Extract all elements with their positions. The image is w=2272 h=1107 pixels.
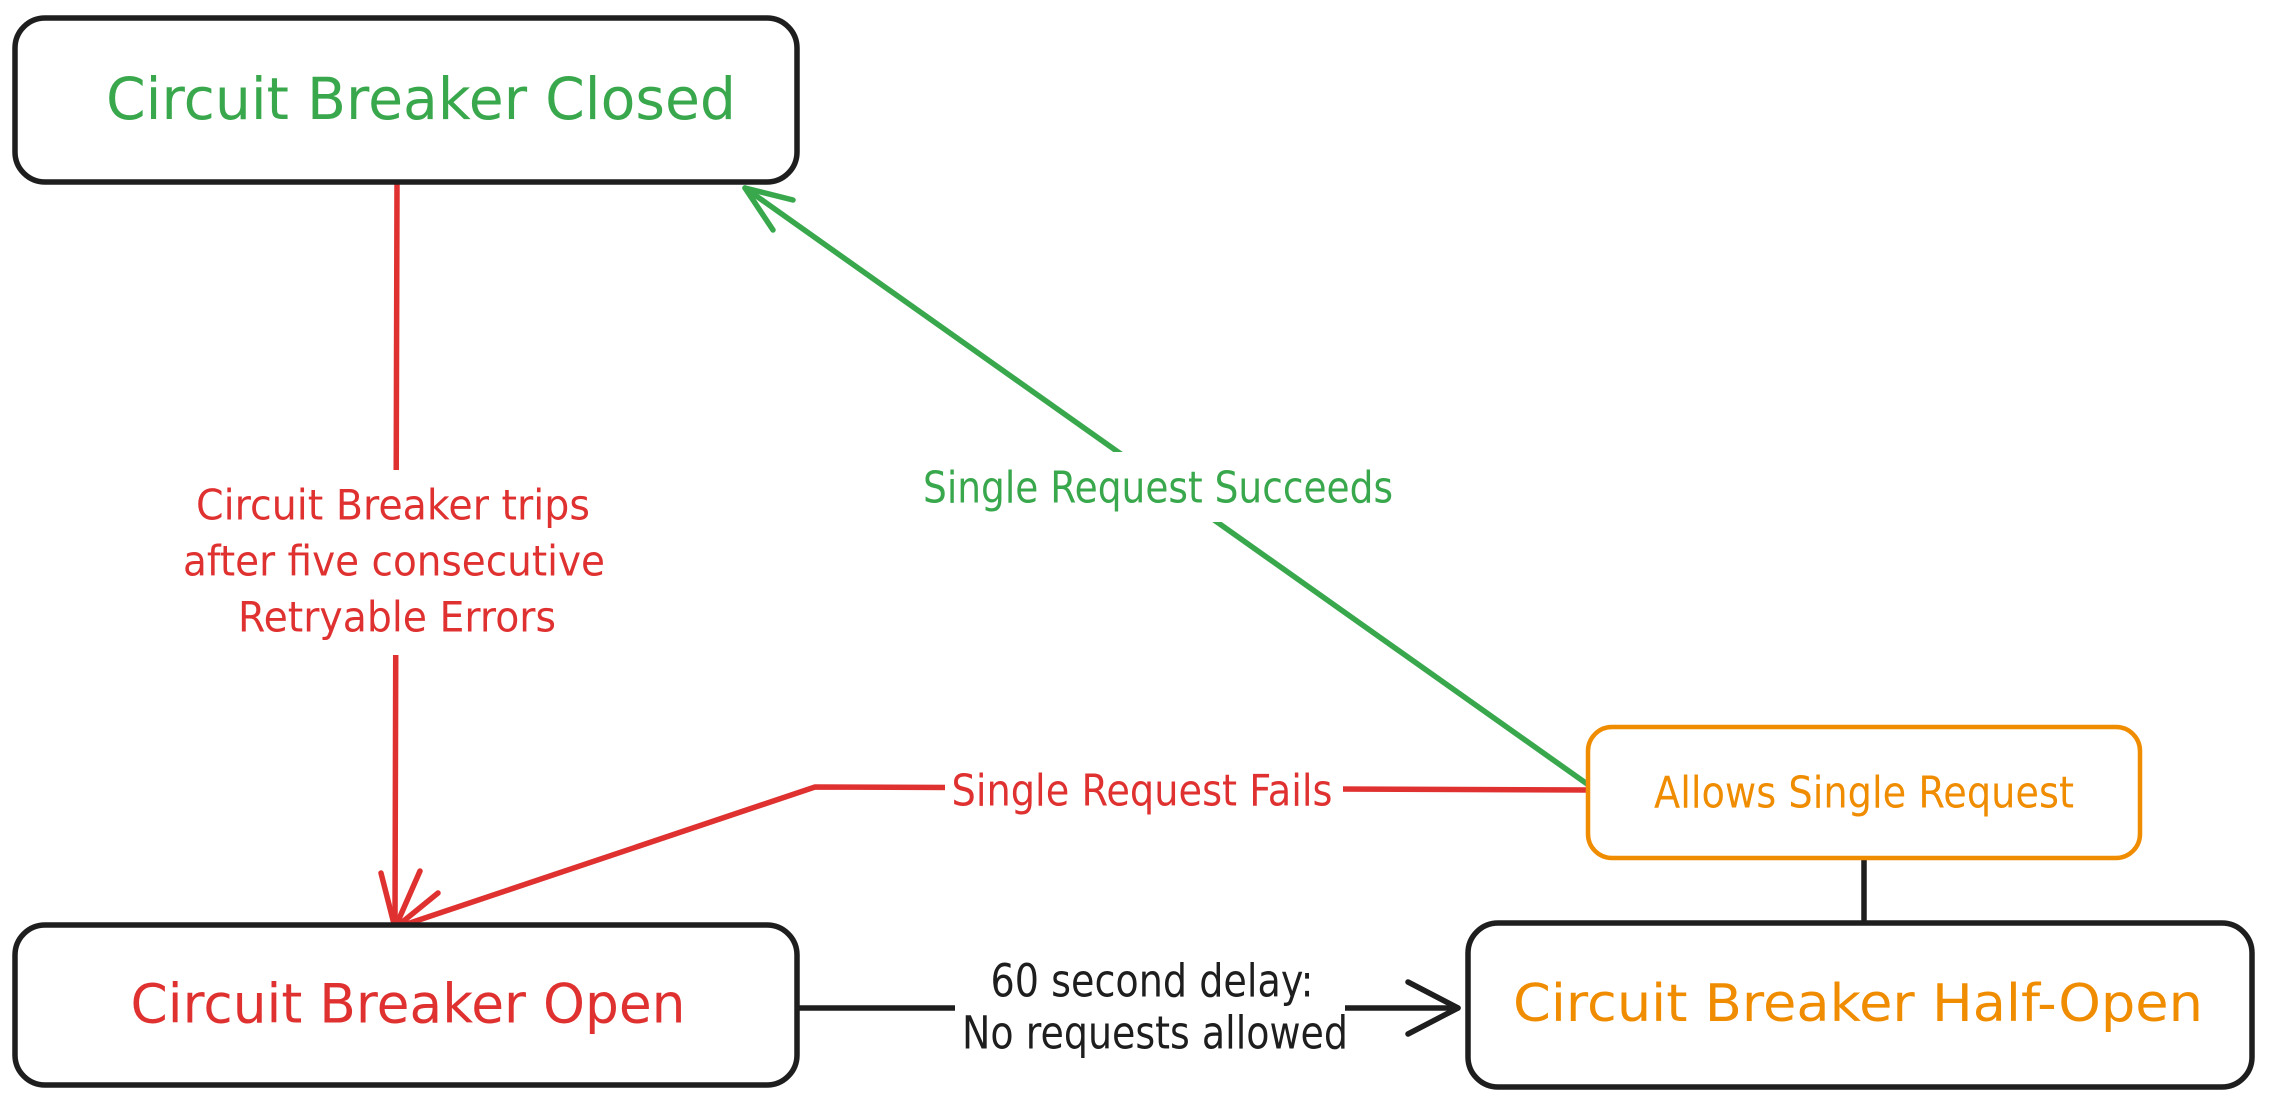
node-open-label: Circuit Breaker Open bbox=[131, 973, 686, 1036]
node-closed: Circuit Breaker Closed bbox=[12, 15, 800, 185]
label-background bbox=[170, 470, 625, 655]
edge-succeeds-arrowhead-icon bbox=[742, 185, 796, 233]
label-background bbox=[915, 452, 1405, 522]
node-allows-box[interactable] bbox=[1585, 724, 2143, 861]
edge-trips-label-line3: Retryable Errors bbox=[238, 593, 556, 642]
node-half-open-box[interactable] bbox=[1465, 920, 2255, 1090]
node-closed-label: Circuit Breaker Closed bbox=[106, 65, 736, 133]
edge-trips-label[interactable]: Circuit Breaker trips after five consecu… bbox=[183, 481, 605, 642]
node-half-open-label: Circuit Breaker Half-Open bbox=[1513, 974, 2203, 1034]
edge-delay-label-line2: No requests allowed bbox=[962, 1007, 1348, 1060]
node-closed-box[interactable] bbox=[12, 15, 800, 185]
edge-trips-label-line1: Circuit Breaker trips bbox=[196, 481, 590, 530]
node-allows-label: Allows Single Request bbox=[1654, 768, 2074, 819]
edge-trips-label-line2: after five consecutive bbox=[183, 537, 605, 586]
edge-succeeds-label[interactable]: Single Request Succeeds bbox=[923, 463, 1393, 514]
edge-fails-label[interactable]: Single Request Fails bbox=[952, 766, 1333, 817]
node-allows: Allows Single Request bbox=[1585, 724, 2143, 861]
edge-delay-arrowhead-icon bbox=[1405, 979, 1461, 1037]
edge-delay-label-line1: 60 second delay: bbox=[991, 955, 1314, 1008]
label-background bbox=[945, 762, 1343, 818]
edge-trips-arrowhead-icon bbox=[378, 868, 446, 932]
node-open-box[interactable] bbox=[12, 922, 800, 1088]
node-open: Circuit Breaker Open bbox=[12, 922, 800, 1088]
node-half-open: Circuit Breaker Half-Open bbox=[1465, 920, 2255, 1090]
edge-delay-label[interactable]: 60 second delay: No requests allowed bbox=[962, 955, 1348, 1060]
label-background bbox=[955, 950, 1345, 1056]
